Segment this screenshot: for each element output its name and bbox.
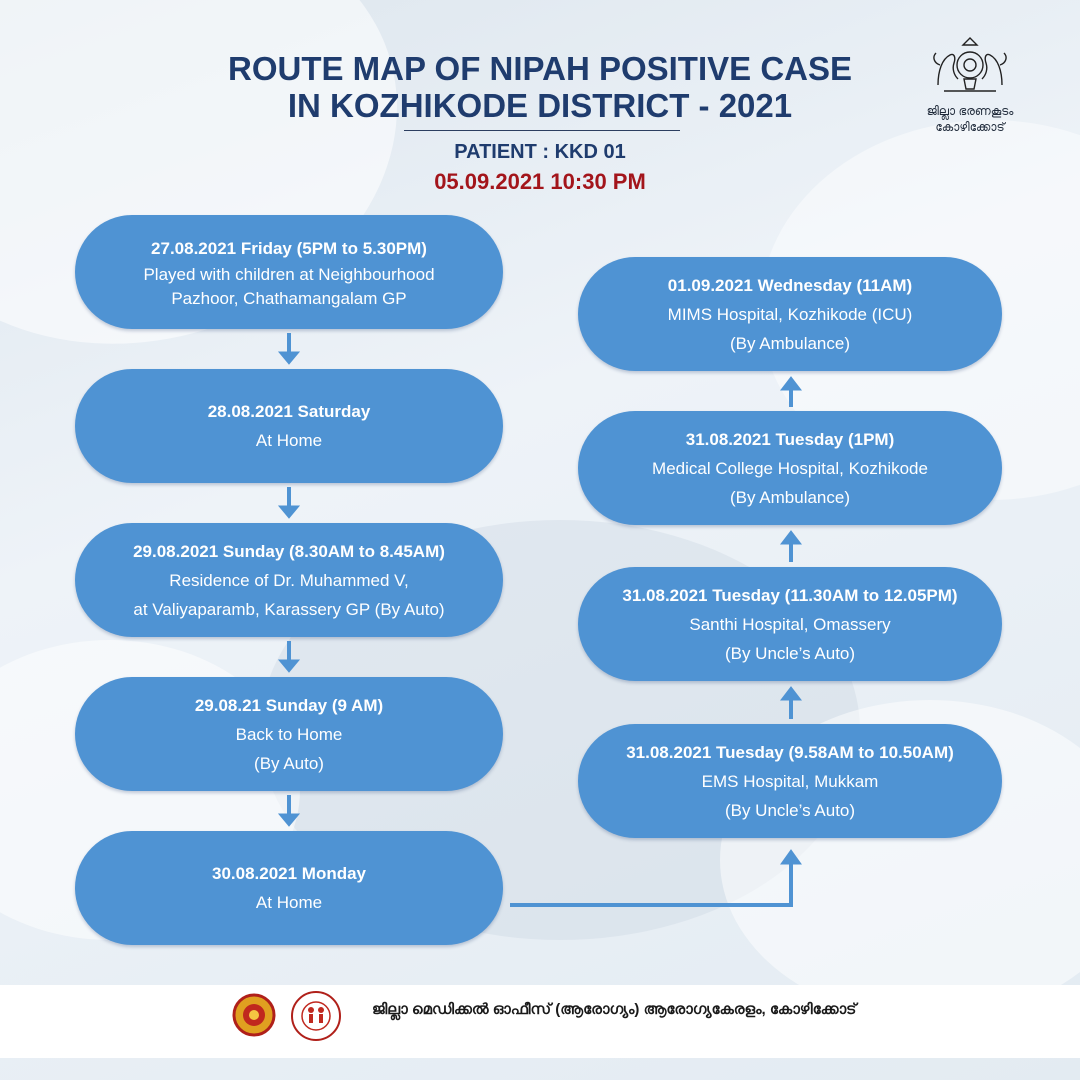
- report-timestamp: 05.09.2021 10:30 PM: [434, 169, 646, 194]
- route-step-detail: Medical College Hospital, Kozhikode: [652, 458, 928, 478]
- route-step-5: 30.08.2021 Monday At Home: [75, 831, 503, 945]
- route-step-date: 31.08.2021 Tuesday (9.58AM to 10.50AM): [626, 742, 954, 762]
- route-step-7: 31.08.2021 Tuesday (11.30AM to 12.05PM) …: [578, 567, 1002, 681]
- route-step-9: 01.09.2021 Wednesday (11AM) MIMS Hospita…: [578, 257, 1002, 371]
- route-step-4: 29.08.21 Sunday (9 AM) Back to Home (By …: [75, 677, 503, 791]
- route-step-detail: (By Auto): [254, 753, 324, 773]
- page-title-line-1: ROUTE MAP OF NIPAH POSITIVE CASE: [227, 50, 853, 87]
- route-step-detail: Santhi Hospital, Omassery: [689, 614, 891, 634]
- route-step-detail: At Home: [255, 893, 323, 912]
- footer-office-text: ജില്ലാ മെഡിക്കൽ ഓഫീസ് (ആരോഗ്യം) ആരോഗ്യകേ…: [372, 1001, 857, 1018]
- route-step-3: 29.08.2021 Sunday (8.30AM to 8.45AM) Res…: [75, 523, 503, 637]
- nhm-logo-icon: [291, 991, 341, 1041]
- route-step-8: 31.08.2021 Tuesday (1PM) Medical College…: [578, 411, 1002, 525]
- route-step-date: 29.08.21 Sunday (9 AM): [194, 695, 384, 715]
- route-step-date: 28.08.2021 Saturday: [207, 402, 371, 421]
- route-step-detail: Back to Home: [235, 724, 343, 744]
- route-step-detail: At Home: [255, 431, 323, 450]
- title-divider: [404, 130, 680, 131]
- route-step-detail: Residence of Dr. Muhammed V,: [169, 570, 409, 590]
- route-step-detail: at Valiyaparamb, Karassery GP (By Auto): [133, 599, 445, 619]
- route-step-date: 27.08.2021 Friday (5PM to 5.30PM): [151, 238, 427, 258]
- emblem-caption-line-2: കോഴിക്കോട്: [935, 120, 1005, 134]
- route-step-detail: EMS Hospital, Mukkam: [701, 771, 879, 791]
- route-step-2: 28.08.2021 Saturday At Home: [75, 369, 503, 483]
- route-step-6: 31.08.2021 Tuesday (9.58AM to 10.50AM) E…: [578, 724, 1002, 838]
- footer-bar: [0, 985, 1080, 1058]
- route-step-detail: (By Uncle’s Auto): [724, 643, 856, 663]
- route-step-detail: (By Uncle’s Auto): [724, 800, 856, 820]
- route-step-date: 29.08.2021 Sunday (8.30AM to 8.45AM): [133, 541, 445, 561]
- route-step-detail: Played with children at Neighbourhood: [143, 264, 435, 284]
- route-step-detail: Pazhoor, Chathamangalam GP: [171, 288, 407, 308]
- route-step-date: 01.09.2021 Wednesday (11AM): [667, 275, 913, 295]
- route-step-date: 31.08.2021 Tuesday (1PM): [685, 429, 895, 449]
- route-step-date: 30.08.2021 Monday: [211, 864, 367, 883]
- emblem-caption-line-1: ജില്ലാ ഭരണകൂടം: [926, 104, 1014, 118]
- route-step-detail: MIMS Hospital, Kozhikode (ICU): [667, 304, 913, 324]
- page-title-line-2: IN KOZHIKODE DISTRICT - 2021: [287, 87, 793, 124]
- route-step-detail: (By Ambulance): [730, 333, 850, 353]
- patient-id: PATIENT : KKD 01: [454, 141, 626, 163]
- route-step-date: 31.08.2021 Tuesday (11.30AM to 12.05PM): [622, 585, 958, 605]
- route-step-1: 27.08.2021 Friday (5PM to 5.30PM) Played…: [75, 215, 503, 329]
- health-department-logo-icon: [232, 993, 276, 1037]
- route-step-detail: (By Ambulance): [730, 487, 850, 507]
- kerala-emblem-icon: [933, 37, 1007, 92]
